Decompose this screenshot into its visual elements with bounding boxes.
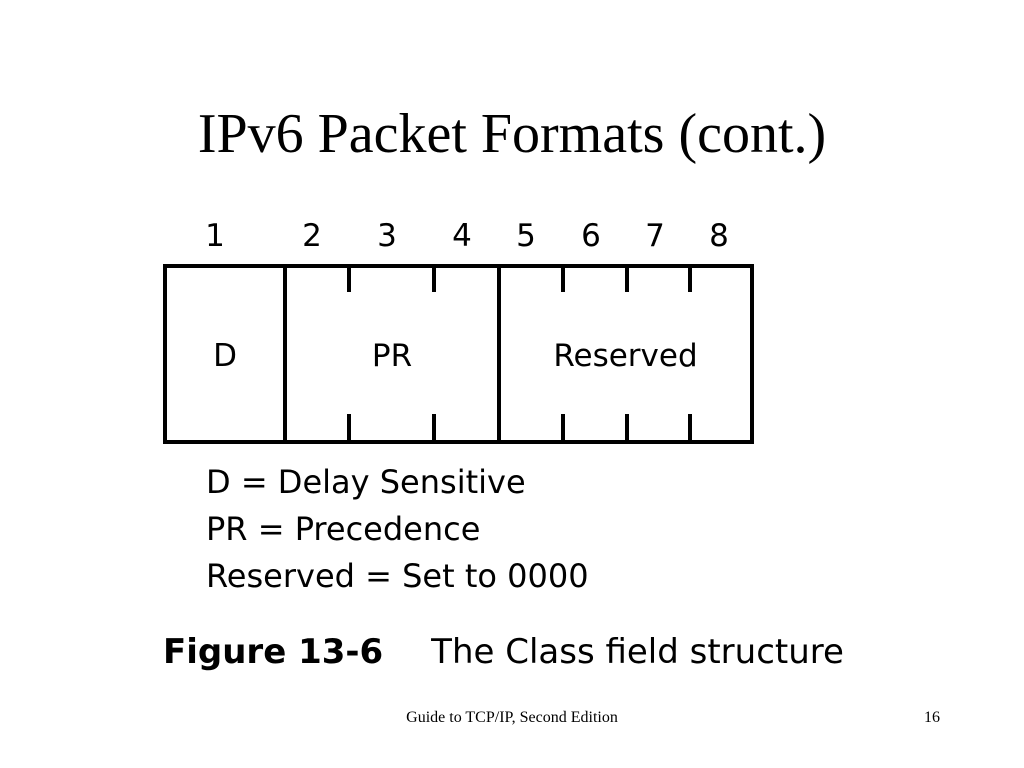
page-number: 16 [924,709,940,726]
bit-divider-tick [432,264,436,292]
bit-divider-tick [561,264,565,292]
slide-footer: Guide to TCP/IP, Second Edition [406,709,618,726]
legend-item-delay: D = Delay Sensitive [206,463,526,501]
figure-caption: Figure 13-6 The Class field structure [163,630,844,674]
figure-caption-text: The Class field structure [431,632,844,672]
bit-divider-tick [688,414,692,442]
bit-number: 3 [377,218,397,254]
bit-divider-tick [347,414,351,442]
bit-number: 1 [205,218,225,254]
bit-divider-tick [432,414,436,442]
field-delay-box: D [163,264,283,444]
field-label-reserved: Reserved [553,338,698,374]
bit-number: 2 [302,218,322,254]
bit-divider-tick [625,414,629,442]
field-label-delay: D [213,338,237,374]
bit-number: 7 [645,218,665,254]
bit-divider-tick [625,264,629,292]
legend-item-precedence: PR = Precedence [206,510,481,548]
slide-title: IPv6 Packet Formats (cont.) [197,103,827,165]
figure-number: Figure 13-6 [163,632,384,672]
legend-item-reserved: Reserved = Set to 0000 [206,557,589,595]
bit-number: 8 [709,218,729,254]
bit-divider-tick [561,414,565,442]
bit-divider-tick [347,264,351,292]
bit-number: 4 [452,218,472,254]
bit-number: 6 [581,218,601,254]
bit-number: 5 [516,218,536,254]
field-label-precedence: PR [371,338,413,374]
bit-divider-tick [688,264,692,292]
field-precedence-box: PR [283,264,497,444]
